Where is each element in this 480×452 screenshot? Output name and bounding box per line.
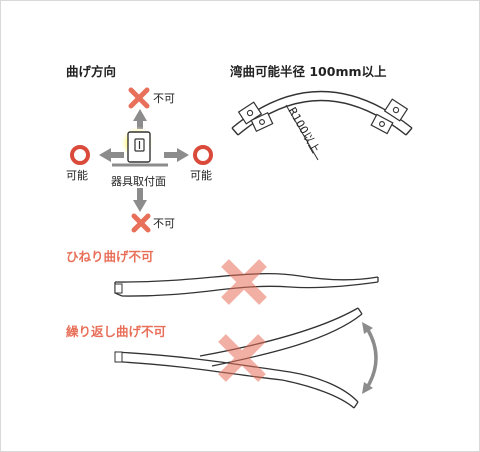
ok-circle-icon-left (70, 145, 90, 165)
ok-label-right: 可能 (190, 168, 212, 182)
arrow-up-icon (133, 109, 147, 129)
radius-line (285, 104, 319, 161)
arrow-down-icon (133, 188, 147, 212)
fixture-profile (127, 131, 151, 163)
bend-back-forth-arrow-icon (362, 322, 378, 394)
mounting-clip-left-inner (250, 111, 274, 133)
ng-label-bottom: 不可 (153, 217, 175, 230)
direction-title: 曲げ方向 (66, 64, 116, 79)
ng-cross-icon-repeat (218, 334, 266, 382)
mount-surface-label: 器具取付面 (111, 175, 166, 188)
ng-cross-icon-bottom (131, 213, 151, 233)
radius-label: R100以上 (285, 105, 322, 155)
ok-circle-icon-right (193, 145, 213, 165)
repeat-title: 繰り返し曲げ不可 (66, 324, 167, 339)
ok-label-left: 可能 (66, 168, 88, 182)
mounting-clip-right (383, 98, 409, 122)
arrow-left-icon (99, 148, 124, 162)
twist-title: ひねり曲げ不可 (66, 249, 154, 264)
repeat-strip (114, 307, 363, 409)
ng-cross-icon-twist (221, 259, 267, 305)
ng-label-top: 不可 (153, 92, 175, 105)
arrow-right-icon (164, 148, 189, 162)
mounting-clip-right-inner (370, 113, 394, 135)
radius-title: 湾曲可能半径 100mm以上 (230, 64, 387, 79)
ng-cross-icon-top (128, 87, 150, 109)
twisted-strip (114, 272, 379, 297)
